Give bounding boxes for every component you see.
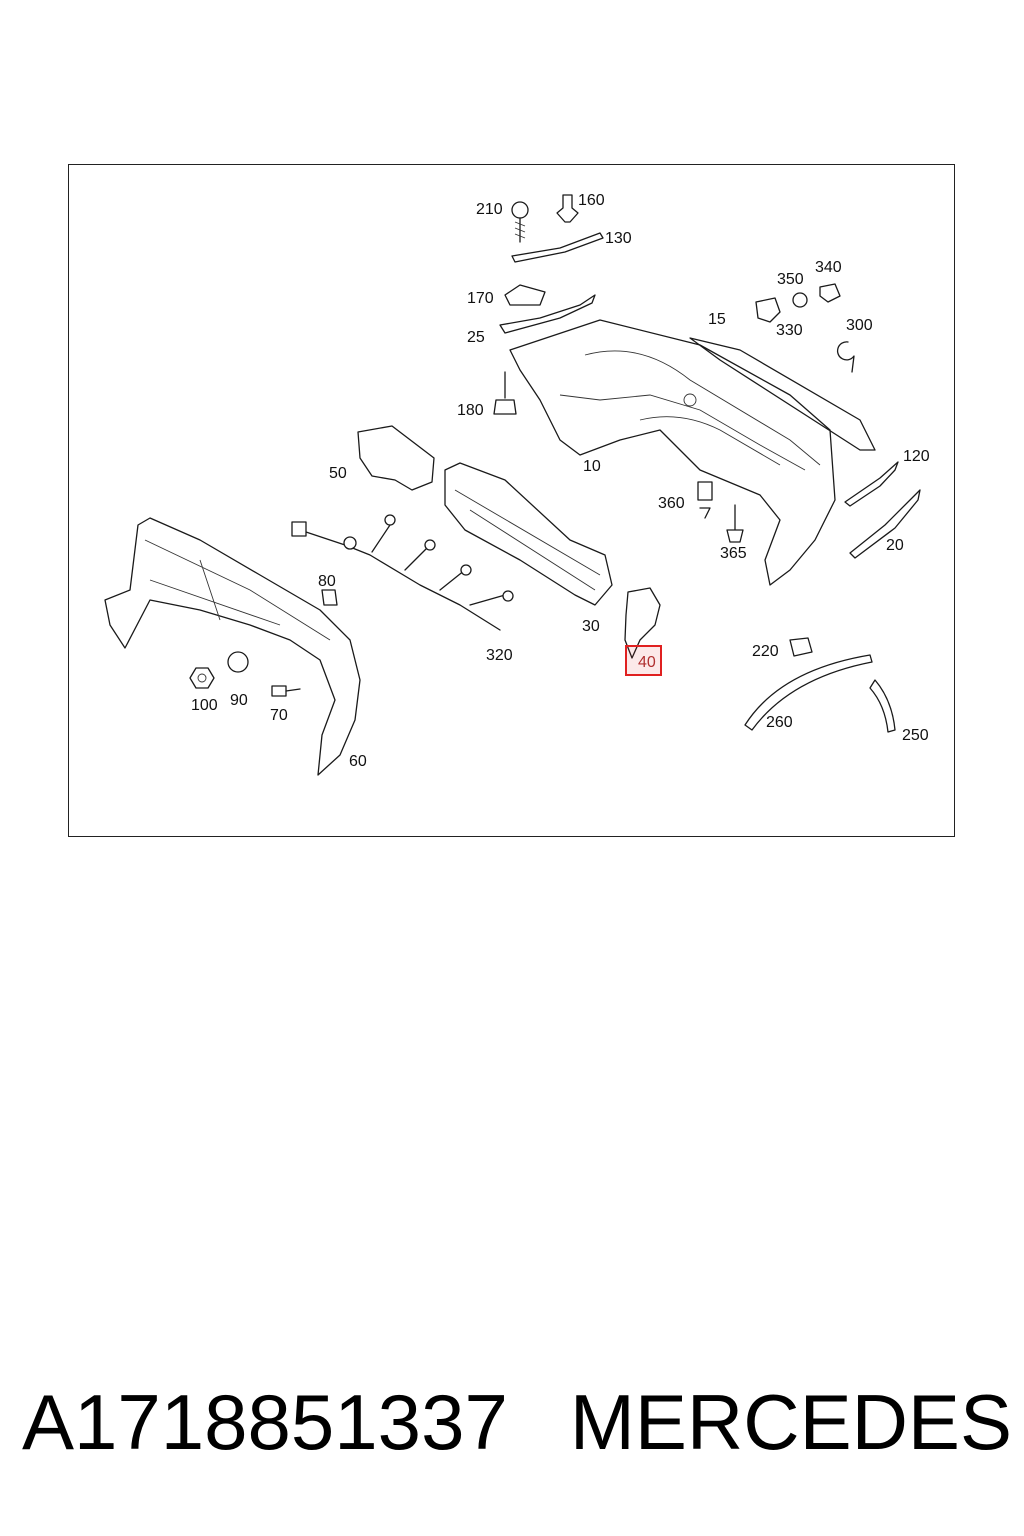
callout-70: 70 [270,707,288,724]
callout-15: 15 [708,311,726,328]
callout-300: 300 [846,317,873,334]
callout-250: 250 [902,727,929,744]
callout-320: 320 [486,647,513,664]
part-220-clip [789,637,813,657]
callout-25: 25 [467,329,485,346]
part-365-screw [726,504,744,543]
part-100-nut [189,667,215,689]
part-number: A1718851337 [22,1377,508,1466]
callout-170: 170 [467,290,494,307]
callout-180: 180 [457,402,484,419]
callout-260: 260 [766,714,793,731]
callout-120: 120 [903,448,930,465]
part-20-trim [849,489,921,559]
part-80-clip [321,589,338,606]
part-30-absorber [444,462,613,606]
callout-20: 20 [886,537,904,554]
part-50-bracket [357,425,435,491]
part-60-bumper-carrier [104,517,361,776]
callout-210: 210 [476,201,503,218]
part-360-screw [697,481,713,519]
callout-90: 90 [230,692,248,709]
part-210-screw [511,201,529,243]
part-300-hook [837,341,855,373]
part-160-clip [556,194,579,223]
part-330-clip [755,297,781,323]
callout-360: 360 [658,495,685,512]
part-10-bumper-cover [509,319,836,586]
part-40-bracket [624,587,661,659]
callout-80: 80 [318,573,336,590]
highlighted-callout-40[interactable]: 40 [625,645,662,676]
part-350-ring [792,292,808,308]
part-260-arch-trim [744,654,873,731]
part-170-bracket [504,284,546,306]
callout-50: 50 [329,465,347,482]
part-15-trim-strip [689,337,876,451]
callout-220: 220 [752,643,779,660]
part-130-upper-trim [511,232,604,263]
callout-100: 100 [191,697,218,714]
callout-160: 160 [578,192,605,209]
callout-40: 40 [638,654,656,671]
part-120-trim [844,461,899,507]
part-70-screw [271,685,301,697]
part-180-screw [493,371,517,415]
callout-330: 330 [776,322,803,339]
part-320-wiring-harness [291,514,514,631]
callout-340: 340 [815,259,842,276]
caption-bar: A1718851337 MERCEDES [22,1372,1012,1472]
brand-name: MERCEDES [569,1377,1012,1466]
part-25-trim [499,294,596,334]
callout-60: 60 [349,753,367,770]
part-250-arch-trim [869,679,896,733]
part-340-clip [819,283,841,303]
callout-130: 130 [605,230,632,247]
callout-30: 30 [582,618,600,635]
callout-10: 10 [583,458,601,475]
callout-350: 350 [777,271,804,288]
callout-365: 365 [720,545,747,562]
part-90-washer [227,651,249,673]
